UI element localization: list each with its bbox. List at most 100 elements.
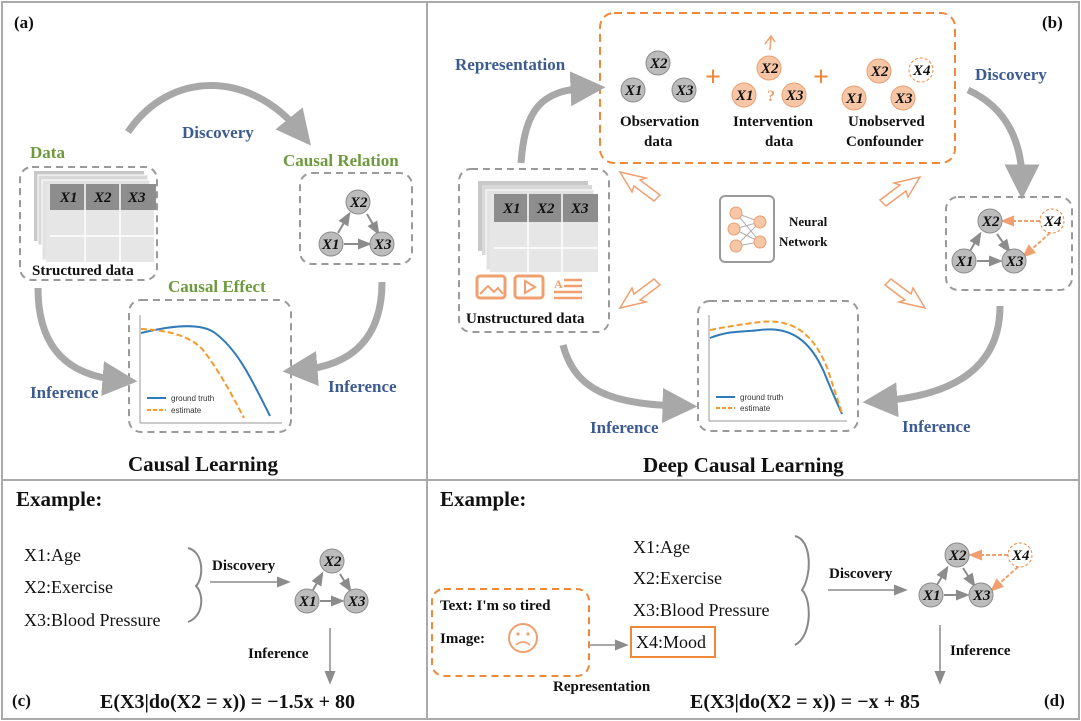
data-label: Data xyxy=(30,143,65,162)
causal-learning-title: Causal Learning xyxy=(128,452,278,476)
svg-text:X4: X4 xyxy=(912,63,931,79)
svg-text:X2: X2 xyxy=(649,56,668,72)
causal-effect-label: Causal Effect xyxy=(168,277,266,296)
input-box xyxy=(431,588,590,677)
svg-text:X3: X3 xyxy=(972,588,991,604)
representation-label-d: Representation xyxy=(553,679,651,695)
var-bp-d: X3:Blood Pressure xyxy=(633,600,770,620)
svg-text:X3: X3 xyxy=(675,83,694,99)
unobserved-line1: Unobserved xyxy=(848,114,925,130)
data-table-icon: X1 X2 X3 xyxy=(34,171,156,262)
plus-icon-2: + xyxy=(813,62,829,93)
causal-graph-d: X2 X1 X3 X4 xyxy=(918,542,1033,608)
legend-estimate: estimate xyxy=(171,406,202,415)
panel-b: Representation Discovery X2 X1 X3 + Obse… xyxy=(455,12,1073,477)
causal-effect-box xyxy=(128,299,292,433)
svg-text:X3: X3 xyxy=(785,88,804,104)
effect-plot-a: ground truth estimate xyxy=(139,315,282,424)
svg-text:X1: X1 xyxy=(845,91,864,107)
panel-c: Example: X1:Age X2:Exercise X3:Blood Pre… xyxy=(16,487,369,713)
plus-icon-1: + xyxy=(705,62,721,93)
video-icon xyxy=(513,274,545,300)
panel-d: Example: X1:Age X2:Exercise X3:Blood Pre… xyxy=(431,487,1033,713)
svg-text:A: A xyxy=(554,277,563,291)
neural-network-icon xyxy=(719,195,775,263)
intervention-data-line1: Intervention xyxy=(733,114,814,130)
inference-label-c: Inference xyxy=(248,646,309,662)
causal-graph-box-b xyxy=(945,196,1073,291)
confounder-graph: X2 X1 X3 X4 xyxy=(841,57,934,111)
discovery-label-b: Discovery xyxy=(975,65,1047,84)
nn-hollow-arrows xyxy=(618,170,927,310)
inference-label-b-right: Inference xyxy=(902,417,971,436)
observation-graph: X2 X1 X3 xyxy=(620,50,697,103)
inference-label-right: Inference xyxy=(328,377,397,396)
equation-d: E(X3|do(X2 = x)) = −x + 85 xyxy=(690,691,920,713)
text-icon: A xyxy=(554,277,582,300)
table-header-x1: X1 xyxy=(59,190,78,206)
effect-plot-b: ground truth estimate xyxy=(708,315,847,422)
text-input-label: Text: I'm so tired xyxy=(440,598,551,614)
hammer-icon xyxy=(764,34,776,51)
var-exercise-d: X2:Exercise xyxy=(633,568,722,588)
svg-text:X3: X3 xyxy=(570,201,589,217)
causal-graph-a: X2 X1 X3 xyxy=(318,189,395,257)
svg-text:X1: X1 xyxy=(735,88,754,104)
svg-text:X4: X4 xyxy=(1011,548,1030,564)
nn-arrow-down-right xyxy=(883,278,927,310)
legend-estimate-b: estimate xyxy=(740,404,771,413)
svg-text:X1: X1 xyxy=(624,83,643,99)
panel-tag-a: (a) xyxy=(14,13,34,32)
unstructured-data-box xyxy=(458,168,610,333)
panel-tag-b: (b) xyxy=(1042,13,1063,32)
inference-arrow-b-right xyxy=(862,305,1004,418)
causal-graph-c: X2 X1 X3 xyxy=(294,548,369,614)
observation-data-line1: Observation xyxy=(620,114,700,130)
svg-text:X3: X3 xyxy=(894,91,913,107)
svg-text:X2: X2 xyxy=(760,61,779,77)
neural-network-line1: Neural xyxy=(789,214,828,229)
neural-network-line2: Network xyxy=(779,234,828,249)
image-input-label: Image: xyxy=(440,631,485,647)
legend-ground-truth-b: ground truth xyxy=(740,393,783,402)
causal-relation-label: Causal Relation xyxy=(283,151,399,170)
inference-arrow-b-left xyxy=(559,344,698,423)
table-header-x2: X2 xyxy=(93,190,112,206)
deep-causal-learning-title: Deep Causal Learning xyxy=(643,453,844,477)
nn-arrow-down-left xyxy=(618,278,662,310)
representation-label: Representation xyxy=(455,55,566,74)
inference-label-b-left: Inference xyxy=(590,418,659,437)
discovery-arrow xyxy=(125,82,311,146)
panel-tag-d: (d) xyxy=(1044,691,1065,710)
causal-graph-b: X2 X1 X3 X4 xyxy=(951,208,1065,274)
var-age-d: X1:Age xyxy=(633,537,690,557)
mood-box xyxy=(630,626,716,658)
var-bp-c: X3:Blood Pressure xyxy=(24,610,161,630)
table-header-x3: X3 xyxy=(127,190,146,206)
inference-label-left: Inference xyxy=(30,383,99,402)
var-exercise-c: X2:Exercise xyxy=(24,577,113,597)
representation-arrow xyxy=(517,71,606,164)
intervention-graph: X2 X1 X3 ? xyxy=(731,34,807,108)
var-mood-d: X4:Mood xyxy=(636,632,706,652)
svg-text:X1: X1 xyxy=(955,254,974,270)
svg-text:X4: X4 xyxy=(1043,214,1062,230)
panel-tag-c: (c) xyxy=(12,691,31,710)
question-mark: ? xyxy=(767,88,775,105)
node-x1: X1 xyxy=(321,237,340,253)
svg-text:X2: X2 xyxy=(323,554,342,570)
discovery-label: Discovery xyxy=(182,123,254,142)
panel-a: Data X1 X2 X3 Structured data Discovery … xyxy=(19,82,413,476)
example-title-c: Example: xyxy=(16,487,102,511)
discovery-label-c: Discovery xyxy=(212,558,276,574)
discovery-label-d: Discovery xyxy=(829,566,893,582)
causal-effect-box-b xyxy=(697,300,859,432)
svg-text:X1: X1 xyxy=(922,588,941,604)
intervention-data-line2: data xyxy=(765,134,794,150)
unobserved-line2: Confounder xyxy=(846,134,924,150)
example-title-d: Example: xyxy=(440,487,526,511)
svg-text:X3: X3 xyxy=(1005,254,1024,270)
causal-relation-box xyxy=(299,172,413,265)
